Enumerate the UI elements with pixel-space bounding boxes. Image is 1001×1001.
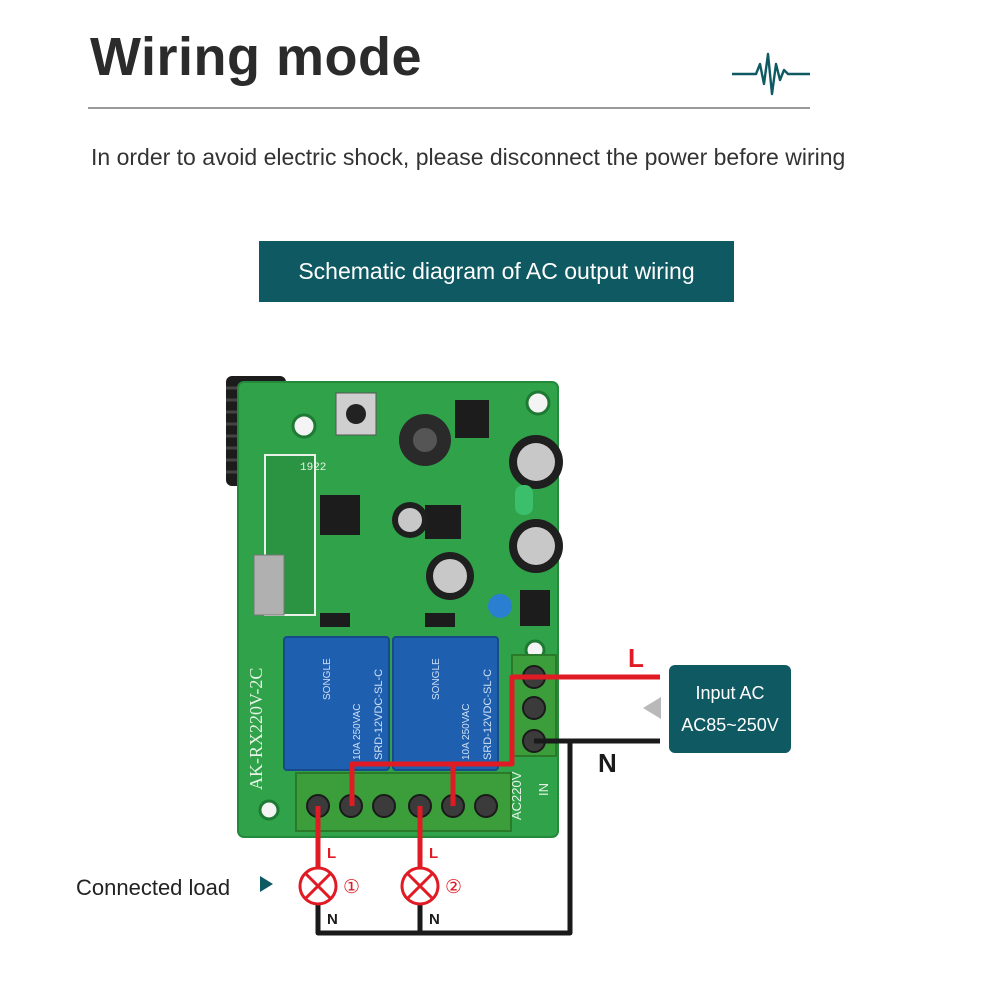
lamp-1-neutral-label: N [327,911,338,928]
lamp-2-neutral-label: N [429,911,440,928]
neutral-label: N [598,748,617,778]
connected-load-label: Connected load [76,875,231,900]
page-title: Wiring mode [90,27,423,87]
lamp-1-index: ① [343,876,360,898]
live-label: L [628,643,644,673]
lamp-1-live-label: L [327,845,336,862]
lamp-icon [298,866,338,906]
relay-2-model: SRD-12VDC-SL-C [482,669,494,760]
in-label: IN [536,783,551,796]
pulse-icon [732,52,810,96]
lamp-2-live-label: L [429,845,438,862]
input-ac-box: Input AC AC85~250V [669,665,791,753]
input-ac-title: Input AC [695,683,765,703]
output-terminal-block [295,772,512,832]
terminal-label: AC220V [509,771,524,820]
neutral-wire [315,738,660,936]
input-terminal-block: AC220V IN [509,654,557,820]
arrow-left-icon [643,697,661,719]
board-model: AK-RX220V-2C [246,668,266,790]
relay-2-brand: SONGLE [431,658,442,700]
input-ac-range: AC85~250V [681,715,779,735]
warning-text: In order to avoid electric shock, please… [91,144,846,170]
relay-1-model: SRD-12VDC-SL-C [373,669,385,760]
relay-1-brand: SONGLE [322,658,333,700]
lamp-icon [400,866,440,906]
section-banner-label: Schematic diagram of AC output wiring [298,258,695,284]
lamp-2-index: ② [445,876,462,898]
arrow-right-icon [260,876,273,892]
live-wire [315,674,660,868]
title-divider [88,107,810,109]
relay-1-rating: 10A 250VAC [352,703,363,760]
relay-1: SRD-12VDC-SL-C 10A 250VAC SONGLE [283,636,390,771]
chip-code: 1922 [300,462,326,474]
section-banner: Schematic diagram of AC output wiring [259,241,734,302]
relay-2: SRD-12VDC-SL-C 10A 250VAC SONGLE [392,636,499,771]
relay-2-rating: 10A 250VAC [461,703,472,760]
